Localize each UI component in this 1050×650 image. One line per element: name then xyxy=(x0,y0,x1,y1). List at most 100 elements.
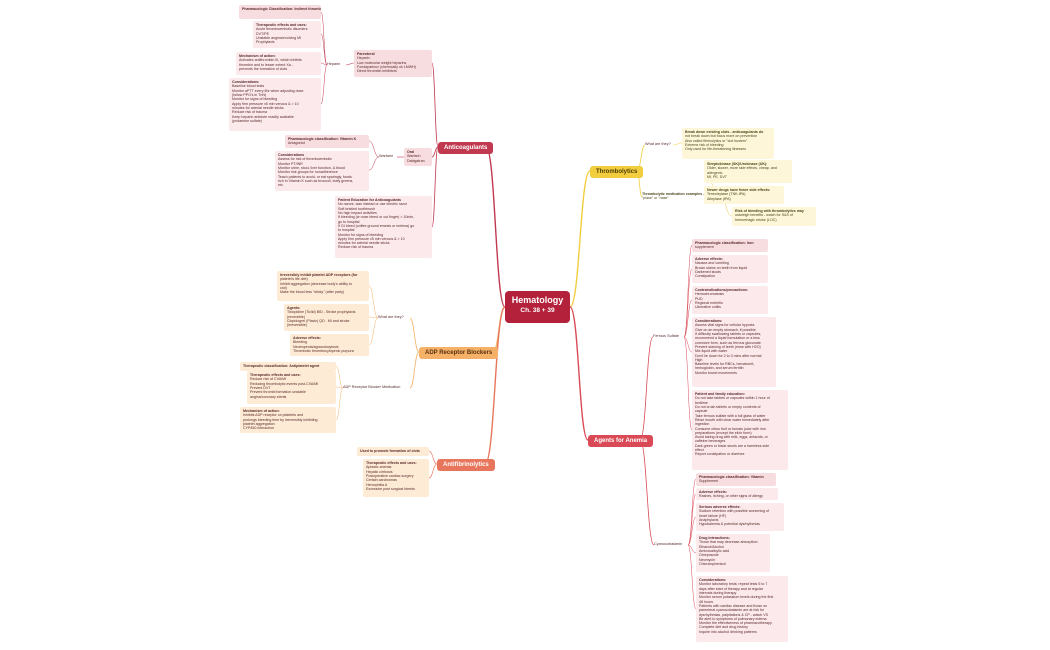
connector-line xyxy=(320,62,328,66)
node-heading: Considerations xyxy=(278,153,305,157)
node-line: Ethanol/Alcohol xyxy=(699,544,724,549)
node-line: Aplastic anemia xyxy=(366,465,392,470)
node-line: outweigh benefits - watch for S&S of xyxy=(735,213,793,218)
node-line: Monitor aPTT every 6hr when adjusting do… xyxy=(232,88,304,93)
node-line: Inquire into alcohol drinking patterns xyxy=(699,629,757,634)
connector-line xyxy=(320,11,328,66)
node-line: Supplement xyxy=(699,479,719,484)
node-line: Alteplase (tPA) xyxy=(707,196,731,201)
node-line: MI, PE, DVT xyxy=(707,174,727,179)
node-line: Aminosalicylic acid xyxy=(699,548,730,553)
node-line: Reduce risk of trauma xyxy=(232,110,268,115)
node-heading: Pharmacologic classification: Vitamin xyxy=(699,475,764,479)
label-warfarin: Warfarin xyxy=(379,154,394,158)
branch-agents-for-anemia[interactable]: Agents for Anemia xyxy=(588,435,654,447)
connector-line xyxy=(687,544,697,610)
node-heading: Therapeutic effects and uses: xyxy=(250,373,301,377)
node-line: minutes for arterial needle sticks xyxy=(232,105,284,110)
node-line: Rinse mouth with clear water immediately… xyxy=(695,417,770,422)
node-line: to hospital xyxy=(338,228,355,233)
node-line: Avoid taking drug with milk, eggs, antac… xyxy=(695,435,768,440)
node-line: (follow PPO's in TnN) xyxy=(232,92,267,97)
branch-anticoagulants[interactable]: Anticoagulants xyxy=(438,142,494,154)
node-line: No high impact activities xyxy=(338,210,377,215)
node-heading: Therapeutic effects and uses: xyxy=(366,461,417,465)
connector-line xyxy=(428,463,438,479)
node-line: Inhibits ADP receptor on platelets and xyxy=(243,413,304,418)
node-line: Take ferrous sulfate with a full glass o… xyxy=(695,413,766,418)
adp-classification-node: Therapeutic classification: Antiplatelet… xyxy=(240,362,336,371)
node-line: parenteral cyanocobalamin are at risk fo… xyxy=(699,608,765,613)
adp-mechanism-node: Mechanism of action:Inhibits ADP recepto… xyxy=(240,407,336,433)
root-node[interactable]: Hematology Ch. 38 + 39 xyxy=(505,291,570,323)
node-heading: Used to promote formation of clots xyxy=(360,449,420,453)
node-line: Those that may decrease absorption: xyxy=(699,540,759,545)
connector-line xyxy=(431,146,439,228)
node-heading: Considerations: xyxy=(232,80,260,84)
node-line: Bleeding xyxy=(293,340,307,345)
connector-line xyxy=(687,478,697,546)
node-line: Don't lie down for 2 to 3 mins after nor… xyxy=(695,353,762,358)
label-heparin: Heparin xyxy=(327,62,341,66)
node-heading: Serious adverse effects: xyxy=(699,505,741,509)
node-heading: Mechanism of action: xyxy=(239,54,276,58)
node-heading: Considerations: xyxy=(695,319,723,323)
node-line: High xyxy=(695,357,703,362)
node-heading: Risk of bleeding with thrombolytics may xyxy=(735,209,804,213)
adp-what-node: Irreversibly inhibit platelet ADP recept… xyxy=(277,271,369,301)
branch-antifibrinolytics[interactable]: Antifibrinolytics xyxy=(437,459,495,471)
node-line: Monitor for signs of bleeding xyxy=(338,232,384,237)
node-line: Ulcerative colitis xyxy=(695,305,721,310)
adp-therapeutic-node: Therapeutic effects and uses:Reduce risk… xyxy=(247,371,336,404)
branch-adp-receptor-blockers[interactable]: ADP Receptor Blockers xyxy=(419,347,499,359)
node-line: effect xyxy=(695,448,704,453)
node-line: If GI bleed (coffee ground emesis or mel… xyxy=(338,223,415,228)
connector-line xyxy=(683,299,693,338)
connector-line xyxy=(484,306,506,465)
node-line: Only used for life-threatening illnesses xyxy=(685,147,746,152)
thrombo-what-node: Break down existing clots - anticoagulan… xyxy=(682,128,774,159)
node-line: Apply firm pressure x5 min venous & > 10 xyxy=(338,236,405,241)
branch-thrombolytics[interactable]: Thrombolytics xyxy=(590,166,644,178)
node-line: Monitor PT/INR xyxy=(278,161,303,166)
node-line: Dark green or black stools are a harmles… xyxy=(695,443,770,448)
node-line: intervals during therapy xyxy=(699,590,737,595)
node-line: Nausea and vomiting xyxy=(695,261,729,266)
node-line: dysrhythmias, palpitations & CP - watch … xyxy=(699,612,769,617)
node-line: Baseline blood tests xyxy=(232,84,265,89)
connector-line xyxy=(345,62,355,66)
node-line: Fondaparinux (chemically ok LMWH) xyxy=(357,64,416,69)
connector-line xyxy=(335,386,344,389)
connector-line xyxy=(683,244,693,338)
node-line: Give on an empty stomach, if possible xyxy=(695,327,756,332)
node-line: Consume citrus fruit or tomato juice wit… xyxy=(695,426,766,431)
node-line: Prevent DVT xyxy=(250,385,271,390)
node-line: prevents the formation of clots xyxy=(239,66,288,71)
node-line: Soft bristled toothbrush xyxy=(338,206,375,211)
node-line: Complete diet and drug history xyxy=(699,625,748,630)
connector-line xyxy=(320,64,328,105)
node-heading: Oral xyxy=(407,150,415,154)
node-line: Darkened stools xyxy=(695,269,721,274)
connector-line xyxy=(683,268,693,338)
antifib-therapeutic-node: Therapeutic effects and uses:Aplastic an… xyxy=(363,459,429,497)
node-line: Assess for risk of thromboembolic xyxy=(278,157,332,162)
node-line: Antagonist xyxy=(288,141,305,146)
node-heading: Contraindications/precautions: xyxy=(695,288,749,292)
ferrous-considerations-node: Considerations:Assess vital signs for ce… xyxy=(692,317,776,387)
label-thrombo-what: What are they? xyxy=(645,142,671,146)
node-heading: Parenteral xyxy=(357,52,375,56)
node-line: Assess vital signs for cellular hypoxia xyxy=(695,323,755,328)
connector-line xyxy=(368,285,379,319)
node-heading: Adverse effects: xyxy=(695,257,723,261)
node-line: Regional enteritis xyxy=(695,300,723,305)
label-adp-medication: ADP Receptor Blocker Medication xyxy=(343,385,401,389)
node-line: 48 hours xyxy=(699,599,713,604)
node-heading: Break down existing clots - anticoagulan… xyxy=(685,130,764,134)
connector-line xyxy=(409,317,420,353)
